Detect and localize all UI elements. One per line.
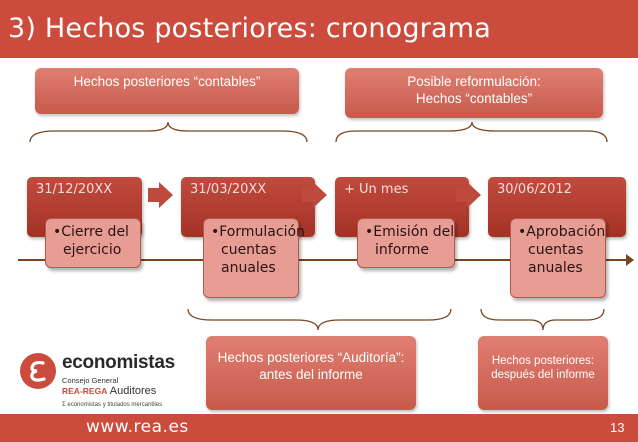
event-4-line-1: •Aprobación: [518, 224, 606, 240]
event-4-line-2: cuentas: [528, 241, 584, 258]
event-1-line-2: ejercicio: [63, 241, 122, 258]
event-3-line-2: informe: [375, 241, 430, 258]
logo-name: economistas: [62, 352, 175, 373]
bottom-brace-despues: [480, 308, 605, 331]
economistas-logo-icon: [20, 353, 56, 389]
date-label-4: 30/06/2012: [497, 182, 572, 197]
footer-bar: [0, 414, 638, 442]
callout-posible-reformulacion: Posible reformulación: Hechos “contables…: [345, 68, 603, 118]
page-number: 13: [610, 420, 625, 435]
callout-auditoria-line2: antes del informe: [259, 366, 363, 382]
footer-url[interactable]: www.rea.es: [86, 417, 189, 437]
arrow-2-body: [302, 188, 314, 202]
logo-auditores: Auditores: [109, 385, 157, 397]
callout-hechos-contables: Hechos posteriores “contables”: [35, 68, 299, 114]
callout-auditoria-line1: Hechos posteriores “Auditoría”:: [217, 350, 405, 365]
callout-hechos-despues: Hechos posteriores: después del informe: [478, 336, 608, 410]
date-label-3: + Un mes: [344, 182, 409, 197]
callout-despues-line1: Hechos posteriores:: [491, 355, 595, 367]
logo-consejo: Consejo General: [62, 376, 119, 385]
timeline-arrowhead: [626, 254, 634, 266]
arrow-1-head: [159, 182, 173, 208]
slide-title: 3) Hechos posteriores: cronograma: [8, 13, 491, 44]
event-card-4: •Aprobación cuentas anuales: [510, 218, 606, 298]
callout-despues-line2: después del informe: [491, 369, 595, 382]
arrow-2-head: [313, 182, 327, 208]
callout-reform-line2: Hechos “contables”: [415, 90, 533, 106]
top-brace-right: [335, 121, 608, 143]
callout-hechos-auditoria: Hechos posteriores “Auditoría”: antes de…: [206, 336, 416, 410]
event-card-3: •Emisión del informe: [357, 218, 455, 268]
event-2-line-2: cuentas: [221, 241, 277, 258]
logo-brand: REA-REGA: [62, 386, 108, 396]
event-2-line-3: anuales: [221, 259, 276, 276]
timeline-axis: [18, 259, 630, 261]
logo-tagline: Σ economistas y titulados mercantiles: [62, 402, 163, 408]
callout-reform-line1: Posible reformulación:: [407, 74, 541, 89]
title-bar: [0, 0, 638, 58]
top-brace-left: [29, 121, 308, 143]
arrow-3-body: [456, 188, 468, 202]
event-2-line-1: •Formulación: [211, 224, 305, 240]
event-4-line-3: anuales: [528, 259, 583, 276]
event-card-1: •Cierre del ejercicio: [45, 218, 141, 268]
arrow-1-body: [148, 188, 160, 202]
event-card-2: •Formulación cuentas anuales: [203, 218, 305, 298]
arrow-3-head: [467, 182, 481, 208]
event-3-line-1: •Emisión del: [365, 224, 455, 240]
callout-contables-text: Hechos posteriores “contables”: [73, 74, 261, 89]
date-label-2: 31/03/20XX: [190, 182, 267, 197]
date-label-1: 31/12/20XX: [36, 182, 113, 197]
bottom-brace-auditoria: [187, 308, 452, 331]
logo-rea-rega: REA-REGA Auditores: [62, 385, 156, 397]
event-1-line-1: •Cierre del: [53, 224, 129, 240]
